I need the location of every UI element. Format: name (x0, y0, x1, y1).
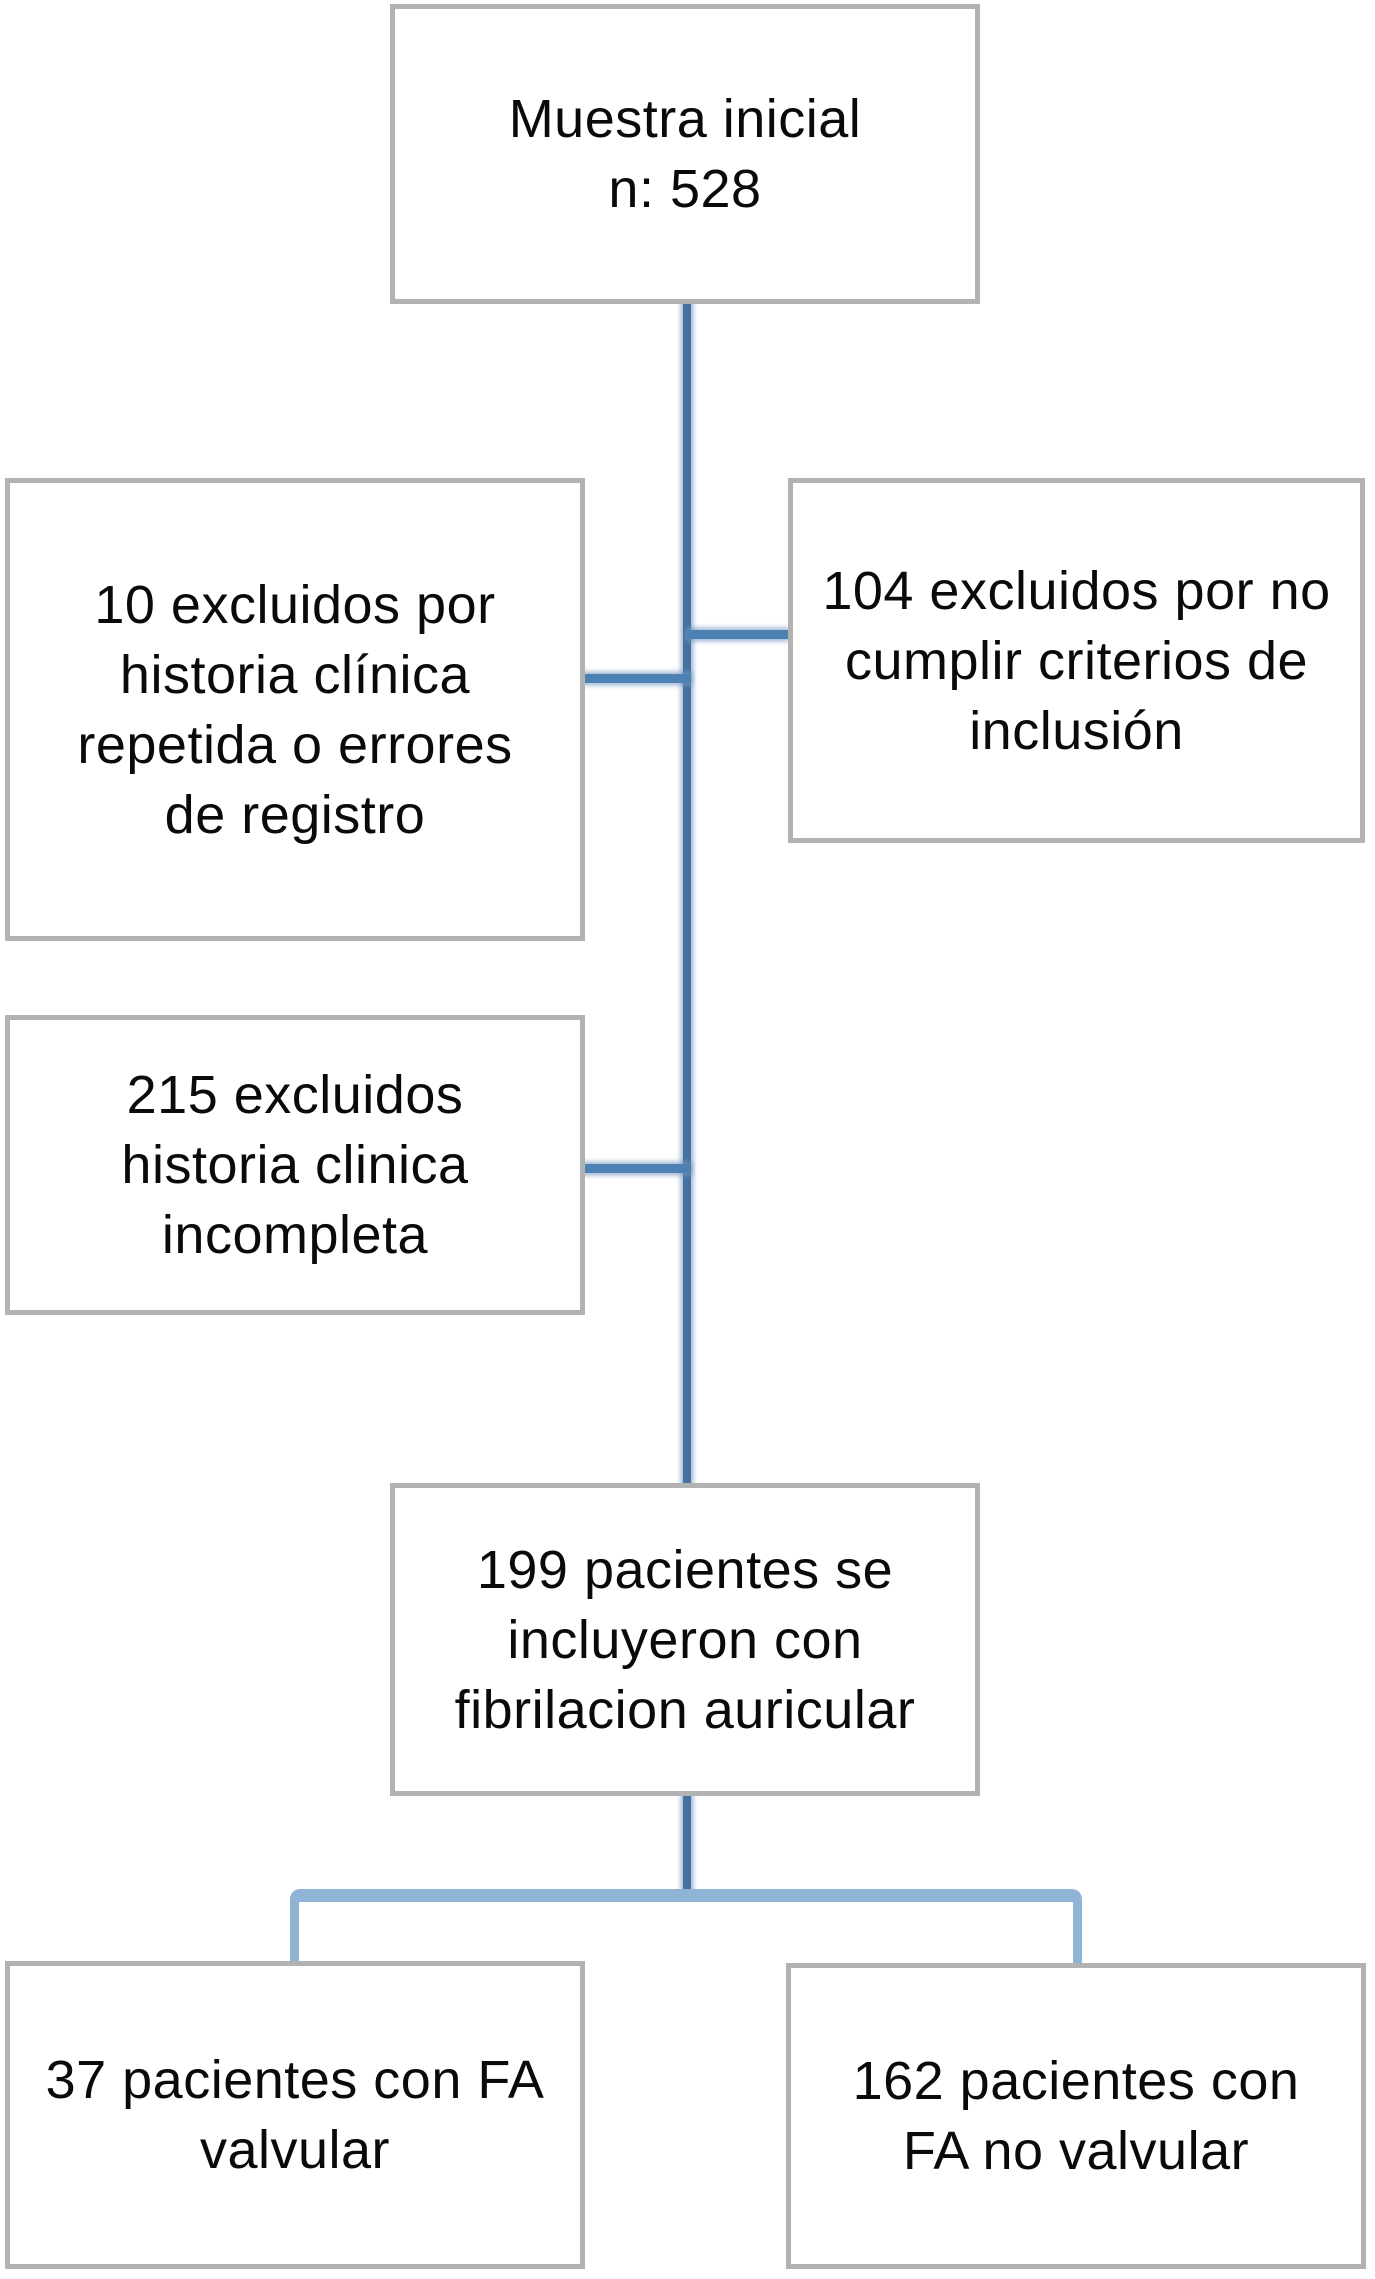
connector-to-excluded-criteria (687, 630, 788, 639)
node-valvular-af-label: 37 pacientes con FA valvular (45, 2050, 545, 2180)
connector-included-stub (683, 1794, 691, 1893)
connector-split-elbow (290, 1889, 1082, 1965)
node-excluded-criteria: 104 excluidos por no cumplir criterios d… (788, 478, 1365, 843)
node-nonvalvular-af-label: 162 pacientes con FA no valvular (852, 2051, 1300, 2181)
node-excluded-incomplete: 215 excluidos historia clinica incomplet… (5, 1015, 585, 1315)
node-valvular-af: 37 pacientes con FA valvular (5, 1961, 585, 2269)
connector-main-vertical (683, 302, 691, 1485)
node-excluded-duplicates: 10 excluidos por historia clínica repeti… (5, 478, 585, 941)
node-excluded-criteria-label: 104 excluidos por no cumplir criterios d… (822, 560, 1331, 761)
connector-to-excluded-incomplete (583, 1164, 691, 1173)
node-included-af: 199 pacientes se incluyeron con fibrilac… (390, 1483, 980, 1796)
node-included-af-label: 199 pacientes se incluyeron con fibrilac… (454, 1539, 916, 1740)
node-excluded-incomplete-label: 215 excluidos historia clinica incomplet… (121, 1065, 469, 1265)
node-initial-sample: Muestra inicial n: 528 (390, 4, 980, 304)
node-excluded-duplicates-label: 10 excluidos por historia clínica repeti… (77, 574, 513, 845)
node-initial-sample-label: Muestra inicial n: 528 (508, 89, 862, 219)
node-nonvalvular-af: 162 pacientes con FA no valvular (786, 1963, 1366, 2269)
connector-to-excluded-duplicates (583, 674, 691, 683)
